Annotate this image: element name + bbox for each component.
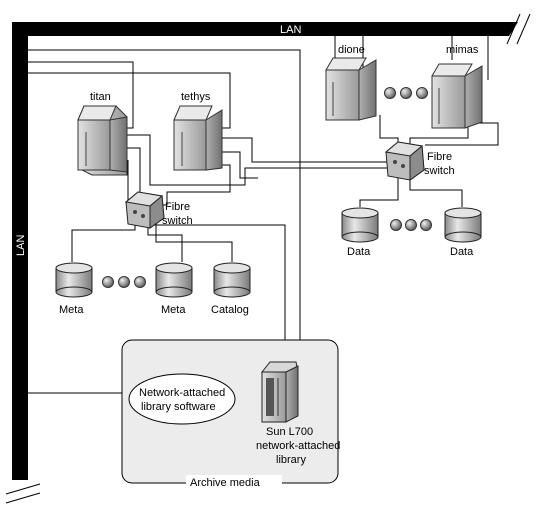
- server-dione-label: dione: [338, 44, 365, 56]
- lan-top-label: LAN: [280, 24, 301, 36]
- disk-data-2-label: Data: [450, 246, 474, 258]
- disk-ellipsis-data: [390, 219, 432, 231]
- archive-media-caption: Archive media: [190, 477, 261, 489]
- fibre-switch-lower-label-1: Fibre: [165, 201, 190, 213]
- disk-meta-1: Meta: [55, 262, 93, 316]
- tape-library: [260, 361, 299, 423]
- fibre-switch-lower-label-2: switch: [162, 215, 193, 227]
- disk-meta-1-label: Meta: [59, 304, 84, 316]
- server-tethys: tethys: [173, 91, 223, 171]
- lan-left-label: LAN: [15, 235, 27, 256]
- disk-catalog: Catalog: [211, 262, 251, 316]
- server-tethys-label: tethys: [181, 91, 211, 103]
- server-mimas-label: mimas: [446, 44, 479, 56]
- archive-media-box: Archive media Network-attached library s…: [121, 339, 340, 489]
- archive-software-line-2: library software: [141, 401, 216, 413]
- disk-data-2: Data: [444, 207, 482, 258]
- disk-data-1: Data: [341, 207, 379, 258]
- library-line-1: Sun L700: [266, 426, 313, 438]
- server-dione: dione: [325, 44, 377, 121]
- library-line-3: library: [276, 454, 306, 466]
- lan-backbone: LAN LAN: [5, 13, 531, 504]
- server-titan-label: titan: [90, 91, 111, 103]
- disk-catalog-label: Catalog: [211, 304, 249, 316]
- fibre-switch-upper: Fibre switch: [384, 141, 455, 181]
- server-mimas: mimas: [431, 44, 483, 129]
- archive-software-line-1: Network-attached: [139, 387, 225, 399]
- disk-meta-2: Meta: [155, 262, 193, 316]
- fibre-switch-upper-label-1: Fibre: [427, 151, 452, 163]
- disk-data-1-label: Data: [347, 246, 371, 258]
- disk-ellipsis-meta: [102, 276, 146, 288]
- library-line-2: network-attached: [256, 440, 340, 452]
- network-wires: [28, 36, 499, 394]
- fibre-switch-lower: Fibre switch: [124, 191, 193, 229]
- fibre-switch-upper-label-2: switch: [424, 165, 455, 177]
- server-ellipsis: [384, 87, 428, 99]
- disk-meta-2-label: Meta: [161, 304, 186, 316]
- server-titan: titan: [77, 91, 128, 176]
